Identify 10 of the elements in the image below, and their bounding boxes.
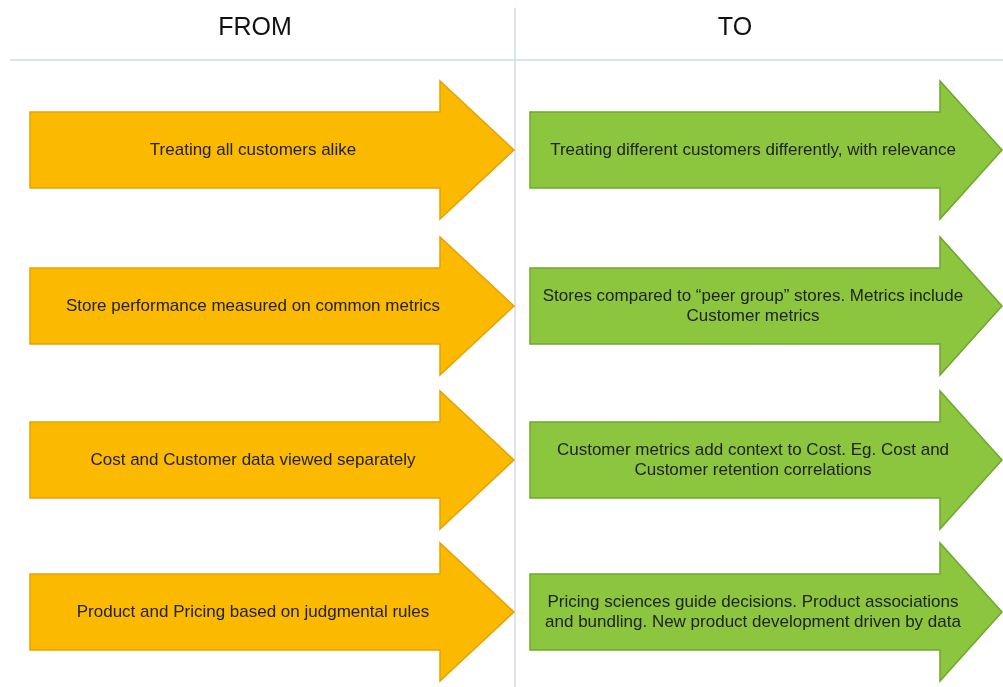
column-heading: FROM [217, 12, 293, 41]
arrow-text: Customer metrics add context to Cost. Eg. Cost and Customer retention correlations [555, 439, 951, 481]
arrow-text: Stores compared to “peer group” stores. Metrics include Customer metrics [541, 285, 965, 327]
arrow-text: Treating all customers alike [149, 139, 357, 161]
arrow-text: Pricing sciences guide decisions. Product associations and bundling. New product development driven by data [544, 591, 962, 633]
arrow-text: Cost and Customer data viewed separately [90, 449, 416, 471]
arrow-text: Product and Pricing based on judgmental rules [76, 601, 430, 623]
arrow-text: Treating different customers differently, with relevance [550, 139, 956, 161]
column-heading: TO [716, 12, 754, 41]
arrow-text: Store performance measured on common metrics [65, 295, 441, 317]
